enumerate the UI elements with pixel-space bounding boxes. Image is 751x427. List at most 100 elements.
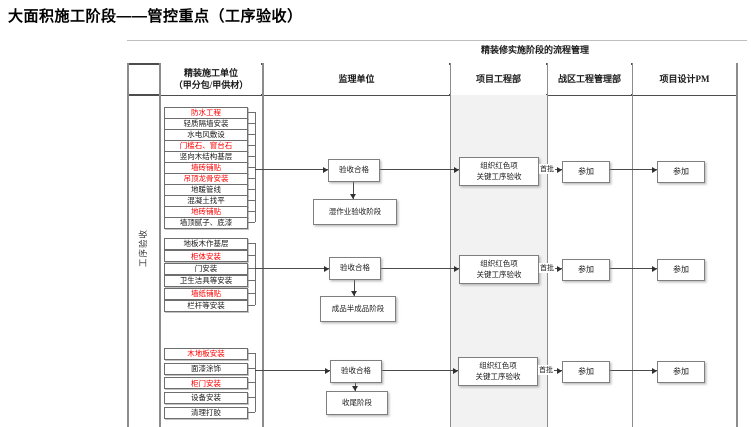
batch-label: 首批 (538, 365, 554, 375)
batch-label: 首批 (539, 263, 555, 273)
organize-box: 组织红色项关键工序验收 (459, 255, 539, 284)
organize-box: 组织红色项关键工序验收 (459, 157, 539, 186)
participate-box: 参加 (562, 361, 610, 383)
arrowhead-right-icon (557, 367, 562, 374)
task-connector (248, 382, 255, 384)
acceptance-to-organize-line (380, 370, 458, 371)
supervisor-header-label: 监理单位 (338, 73, 375, 84)
task-connector (248, 353, 255, 354)
task-connector (248, 255, 255, 257)
table-right-border (736, 63, 738, 427)
task-connector (248, 112, 255, 113)
task-connector (248, 267, 255, 269)
task-box: 栏杆等安装 (164, 300, 248, 312)
column-divider-contractor (262, 63, 264, 427)
task-connector (248, 211, 255, 212)
process-band-title: 精装修实施阶段的流程管理 (480, 45, 589, 55)
task-box: 墙顶腻子、底漆 (164, 217, 248, 229)
arrowhead-right-icon (652, 265, 657, 272)
acceptance-to-organize-line (378, 169, 459, 170)
lane-strip-divider (159, 63, 161, 427)
engineering-header-label: 项目工程部 (475, 73, 521, 84)
task-box: 卫生洁具等安装 (164, 275, 248, 288)
task-box: 地板木作基层 (164, 238, 248, 250)
design-pm-header-label: 项目设计PM (659, 73, 710, 84)
arrowhead-right-icon (652, 367, 657, 374)
contractor-header-line1: 精装施工单位 (183, 67, 238, 78)
task-connector (248, 134, 255, 135)
arrowhead-right-icon (557, 265, 562, 272)
organize-box-line1: 组织红色项 (479, 361, 517, 371)
arrowhead-right-icon (323, 166, 328, 173)
lane-label-process-acceptance: 工序验收 (138, 229, 148, 268)
participate-box: 参加 (562, 161, 610, 183)
acceptance-to-organize-line (379, 268, 459, 269)
acceptance-box: 验收合格 (330, 360, 382, 383)
stage-box: 成品半成品阶段 (320, 296, 396, 322)
table-left-border (127, 63, 129, 427)
arrowhead-right-icon (557, 166, 562, 173)
column-divider-engineering (546, 63, 548, 427)
stage-box: 收尾阶段 (326, 391, 388, 415)
band-top-border (127, 40, 747, 41)
arrowhead-down-icon (351, 291, 357, 296)
participate-box: 参加 (562, 259, 610, 281)
organize-box-line1: 组织红色项 (480, 259, 518, 269)
task-box: 设备安装 (164, 392, 248, 405)
participate-box: 参加 (657, 259, 705, 281)
organize-box-line1: 组织红色项 (480, 161, 518, 171)
bus-line (255, 112, 256, 222)
task-box: 面漆涂饰 (164, 362, 248, 375)
organize-box-line2: 关键工序验收 (476, 269, 522, 279)
arrowhead-down-icon (352, 386, 358, 391)
arrowhead-right-icon (652, 166, 657, 173)
task-connector (248, 397, 255, 399)
task-connector (248, 305, 255, 306)
participate-box: 参加 (657, 161, 705, 183)
participate-to-participate-line (608, 268, 657, 269)
task-connector (248, 189, 255, 190)
arrowhead-right-icon (454, 265, 459, 272)
column-divider-zone (631, 63, 633, 427)
bus-line (255, 353, 256, 412)
task-connector (248, 243, 255, 244)
task-box: 柜门安装 (164, 377, 248, 390)
task-connector (248, 178, 255, 179)
task-box: 门安装 (164, 262, 248, 275)
task-connector (248, 222, 255, 223)
arrowhead-down-icon (350, 194, 356, 199)
bus-to-acceptance-line (255, 169, 328, 170)
task-box: 清理打胶 (164, 406, 248, 419)
task-box: 柜体安装 (164, 250, 248, 263)
arrowhead-right-icon (454, 166, 459, 173)
acceptance-box: 验收合格 (329, 257, 381, 280)
acceptance-to-stage-line (354, 278, 355, 296)
acceptance-box: 验收合格 (328, 159, 380, 182)
task-connector (248, 167, 255, 168)
arrowhead-right-icon (324, 265, 329, 272)
participate-box: 参加 (657, 361, 705, 383)
task-connector (248, 292, 255, 294)
column-header-contractor: 精装施工单位 （甲分包/甲供材） (161, 63, 261, 95)
bus-line (255, 243, 256, 305)
column-header-design-pm: 项目设计PM (633, 63, 736, 95)
zone-header-label: 战区工程管理部 (557, 73, 621, 84)
column-header-engineering: 项目工程部 (451, 63, 546, 95)
task-connector (248, 123, 255, 124)
arrowhead-right-icon (325, 367, 330, 374)
task-box: 木地板安装 (164, 348, 248, 360)
bus-to-acceptance-line (255, 370, 330, 371)
task-connector (248, 367, 255, 369)
page-title: 大面积施工阶段——管控重点（工序验收） (8, 8, 303, 25)
stage-box: 湿作业验收阶段 (313, 199, 397, 225)
task-connector (248, 200, 255, 201)
organize-box: 组织红色项关键工序验收 (458, 357, 538, 386)
task-connector (248, 411, 255, 413)
column-divider-supervisor (449, 63, 451, 427)
task-connector (248, 145, 255, 146)
contractor-header-line2: （甲分包/甲供材） (173, 80, 249, 90)
task-connector (248, 280, 255, 282)
task-connector (248, 156, 255, 157)
column-header-zone: 战区工程管理部 (548, 63, 631, 95)
